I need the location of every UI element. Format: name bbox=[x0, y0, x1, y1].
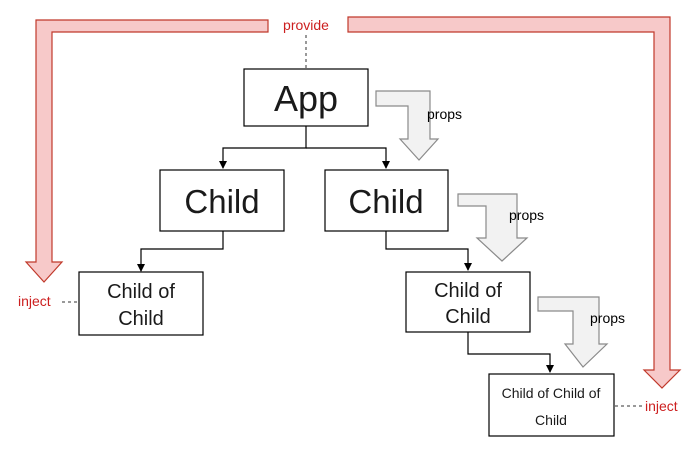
child-of-child-of-child-box bbox=[488, 373, 615, 437]
connector-child-right-to-grandchild bbox=[385, 231, 472, 271]
child-of-child-right-box bbox=[405, 271, 531, 333]
props-arrow-2 bbox=[457, 193, 529, 262]
connector-grandchild-to-great-grandchild bbox=[467, 332, 554, 373]
props-arrow-3 bbox=[537, 296, 609, 368]
props-label-1: props bbox=[427, 106, 462, 122]
app-box bbox=[243, 68, 369, 127]
child-of-child-left-line-1: Child of bbox=[107, 281, 175, 303]
app-label: App bbox=[274, 78, 338, 119]
provide-band-left bbox=[24, 19, 269, 283]
props-arrow-1 bbox=[375, 90, 440, 161]
props-label-3: props bbox=[590, 310, 625, 326]
inject-left-label: inject bbox=[18, 293, 51, 309]
child-left-box bbox=[159, 169, 285, 232]
child-of-child-right-line-2: Child bbox=[445, 306, 491, 328]
child-of-child-of-child-line-1: Child of Child of bbox=[502, 385, 601, 401]
child-right-label: Child bbox=[348, 183, 423, 220]
child-of-child-of-child-line-2: Child bbox=[535, 412, 567, 428]
connector-app-to-child-left bbox=[219, 126, 307, 169]
child-right-box bbox=[324, 169, 449, 232]
connector-child-left-to-grandchild bbox=[137, 231, 224, 272]
connector-app-to-child-right bbox=[306, 147, 390, 169]
inject-right-label: inject bbox=[645, 398, 678, 414]
provide-band-right bbox=[347, 16, 682, 389]
child-of-child-left-box bbox=[78, 271, 204, 336]
provide-label: provide bbox=[283, 17, 329, 33]
child-left-label: Child bbox=[184, 183, 259, 220]
child-of-child-right-line-1: Child of bbox=[434, 280, 502, 302]
child-of-child-left-line-2: Child bbox=[118, 308, 164, 330]
props-label-2: props bbox=[509, 207, 544, 223]
